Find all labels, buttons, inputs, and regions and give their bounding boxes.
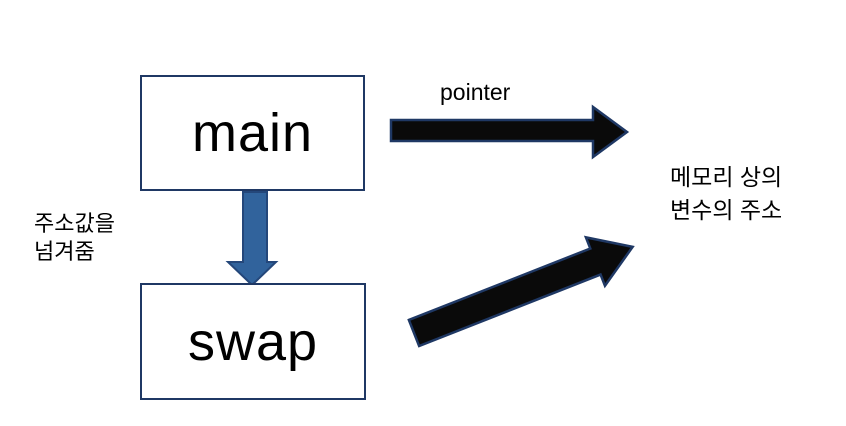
pass-address-annotation-line2: 넘겨줌 xyxy=(34,239,95,264)
main-function-box: main xyxy=(140,75,365,191)
memory-address-annotation-line2: 변수의 주소 xyxy=(670,197,783,223)
pass-address-annotation-line1: 주소값을 xyxy=(34,211,115,236)
memory-address-annotation-line1: 메모리 상의 xyxy=(670,164,783,190)
swap-function-box: swap xyxy=(140,283,366,400)
pointer-arrow-label: pointer xyxy=(440,79,511,105)
memory-address-annotation: 메모리 상의 변수의 주소 xyxy=(670,161,782,227)
swap-box-label: swap xyxy=(187,311,319,372)
pass-address-arrow xyxy=(225,191,279,287)
pass-address-annotation: 주소값을 넘겨줌 xyxy=(34,210,115,266)
swap-to-memory-arrow xyxy=(407,235,635,348)
pointer-arrow xyxy=(389,104,630,160)
main-box-label: main xyxy=(191,103,314,163)
